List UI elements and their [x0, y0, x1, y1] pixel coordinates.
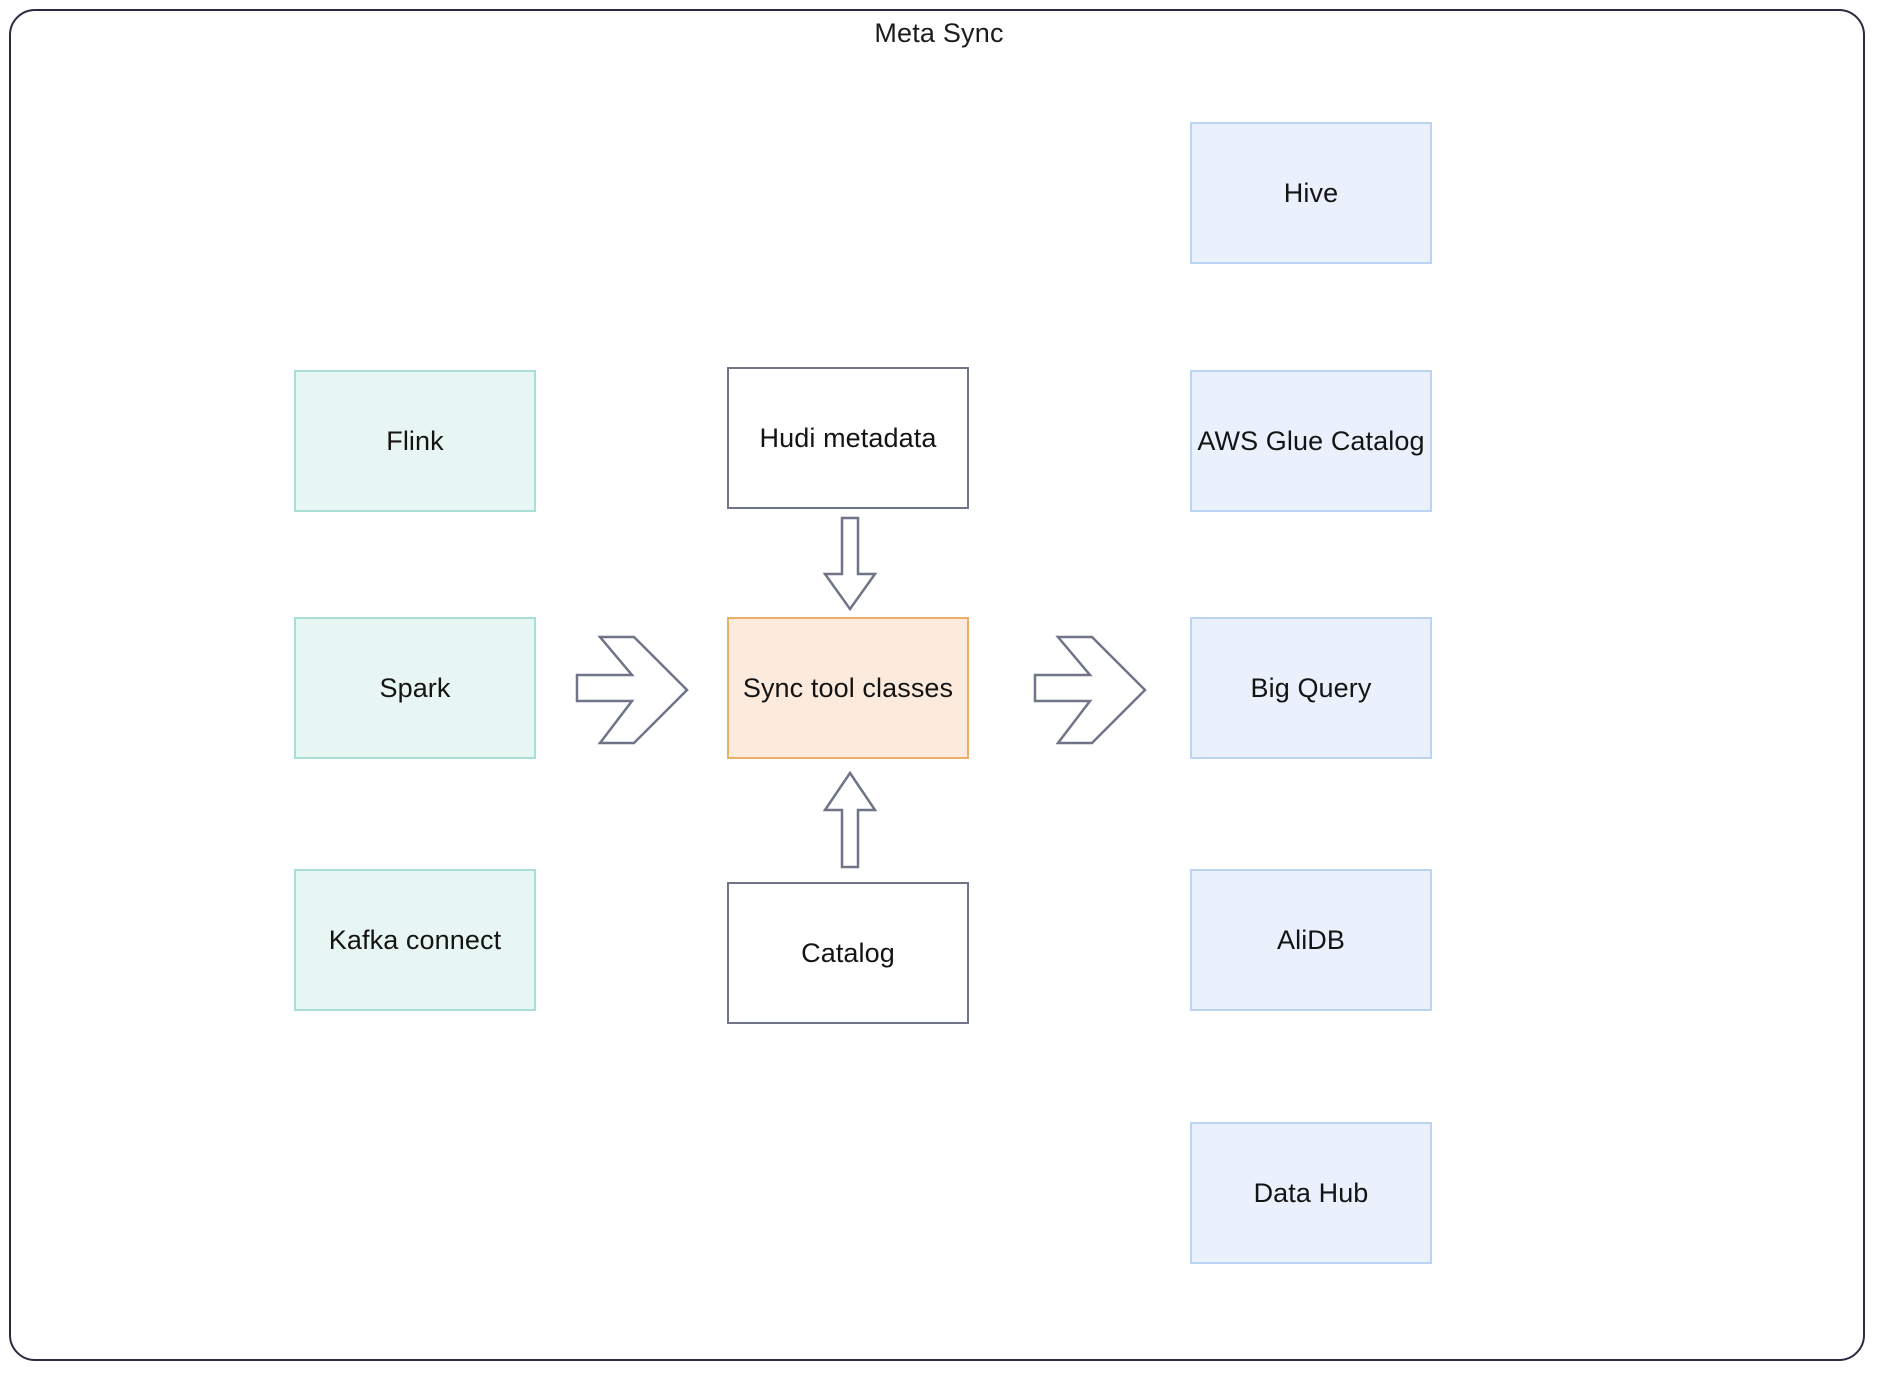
diagram-frame — [9, 9, 1865, 1361]
arrow-up-icon — [822, 770, 878, 869]
node-kafka-connect[interactable]: Kafka connect — [294, 869, 536, 1011]
node-hudi-metadata[interactable]: Hudi metadata — [727, 367, 969, 509]
connector-sources-to-sync — [572, 632, 692, 748]
node-label: Data Hub — [1253, 1177, 1369, 1208]
node-flink[interactable]: Flink — [294, 370, 536, 512]
node-data-hub[interactable]: Data Hub — [1190, 1122, 1432, 1264]
node-spark[interactable]: Spark — [294, 617, 536, 759]
page-title: Meta Sync — [874, 18, 1004, 48]
node-label: Hive — [1283, 177, 1339, 208]
node-alidb[interactable]: AliDB — [1190, 869, 1432, 1011]
node-label: Spark — [379, 672, 451, 703]
node-label: AWS Glue Catalog — [1197, 425, 1425, 456]
arrow-down-icon — [822, 516, 878, 612]
node-big-query[interactable]: Big Query — [1190, 617, 1432, 759]
node-catalog[interactable]: Catalog — [727, 882, 969, 1024]
node-label: Big Query — [1250, 672, 1372, 703]
node-sync-tool-classes[interactable]: Sync tool classes — [727, 617, 969, 759]
node-aws-glue-catalog[interactable]: AWS Glue Catalog — [1190, 370, 1432, 512]
connector-sync-to-targets — [1030, 632, 1150, 748]
connector-catalog-to-sync — [822, 770, 878, 870]
node-label: Sync tool classes — [742, 672, 954, 703]
node-label: Hudi metadata — [759, 422, 937, 453]
node-label: AliDB — [1276, 924, 1345, 955]
node-label: Catalog — [801, 937, 895, 968]
node-hive[interactable]: Hive — [1190, 122, 1432, 264]
connector-hudi-to-sync — [822, 516, 878, 612]
node-label: Flink — [386, 425, 444, 456]
block-arrow-right-icon — [1033, 635, 1147, 745]
block-arrow-right-icon — [575, 635, 689, 745]
node-label: Kafka connect — [328, 924, 502, 955]
